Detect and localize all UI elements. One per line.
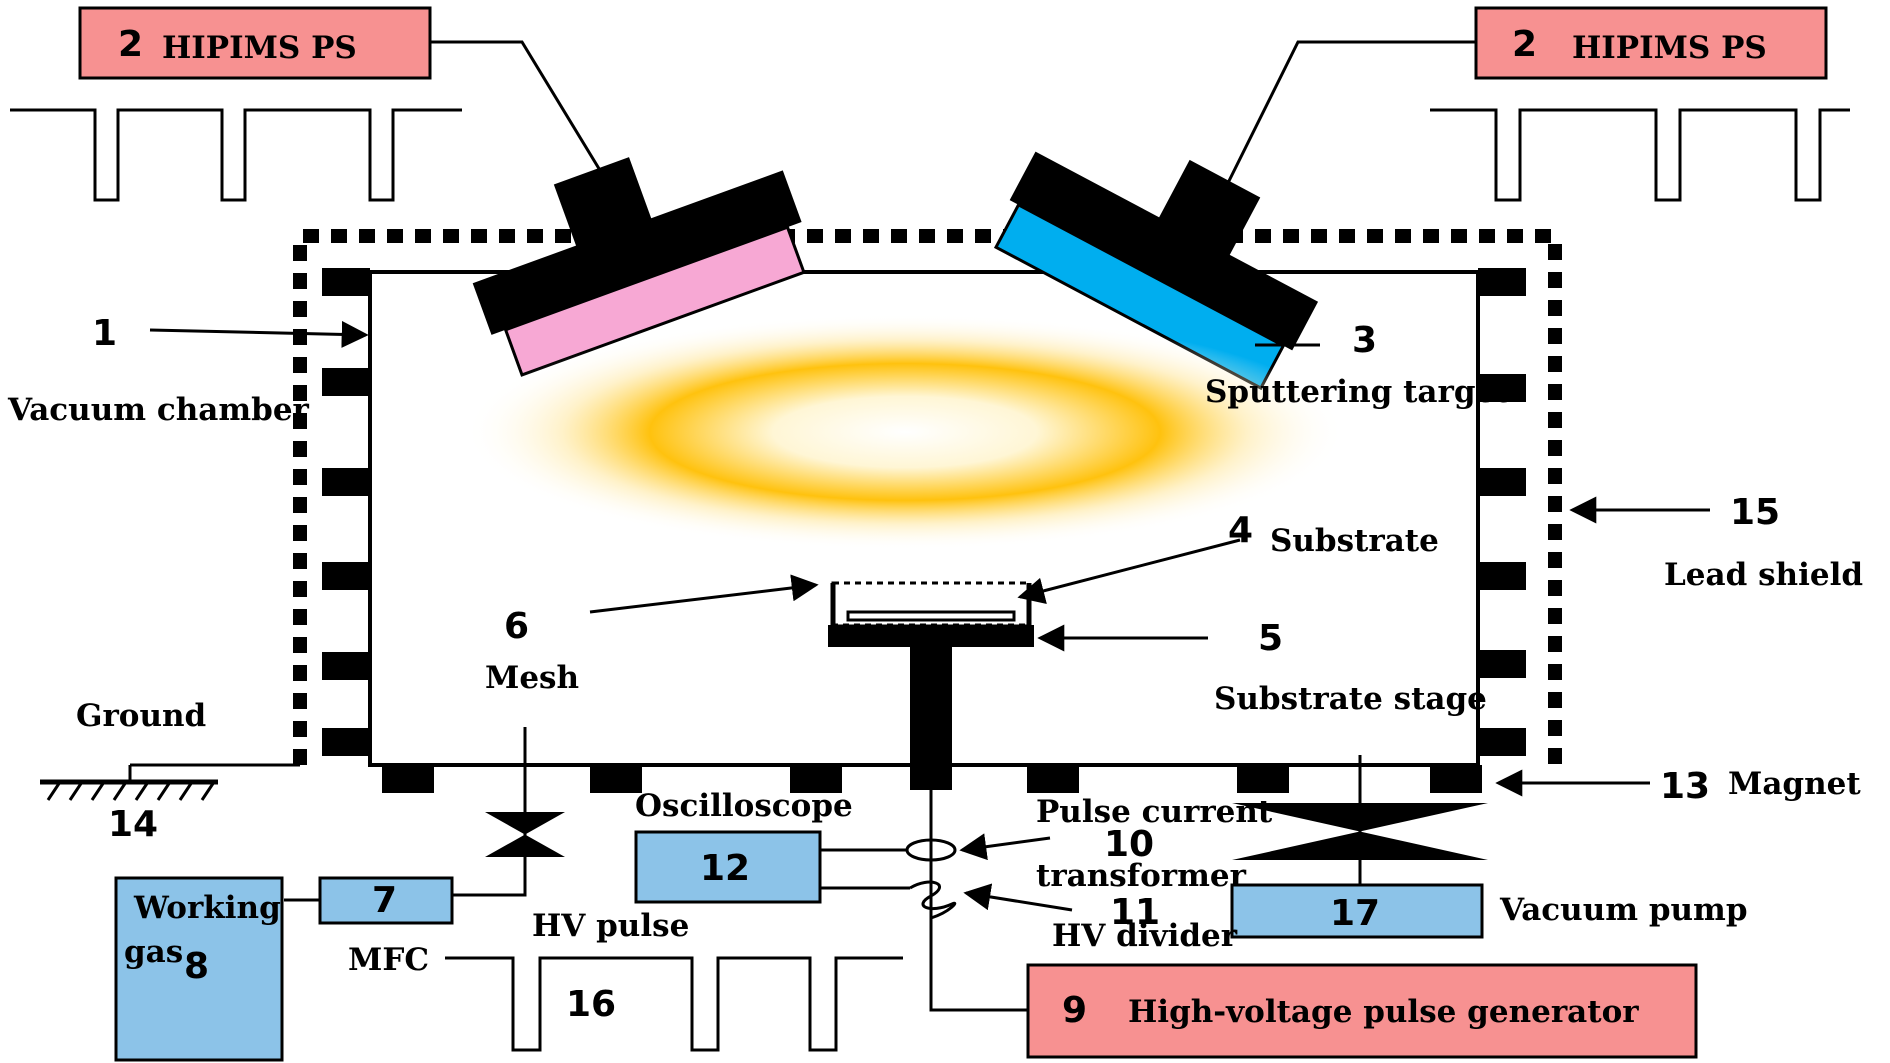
ground-icon: [40, 765, 218, 801]
gas-line: [452, 727, 527, 897]
arrow-transformer: [959, 833, 1051, 861]
label-vacuum-chamber: Vacuum chamber: [7, 392, 310, 428]
label-pulse-current: Pulse current: [1036, 794, 1273, 830]
label-hv-divider: HV divider: [1052, 918, 1238, 954]
label-mfc: MFC: [348, 942, 429, 978]
coil-icon: [909, 880, 957, 920]
magnetron-right: [993, 151, 1319, 391]
label-11: 11: [1110, 892, 1160, 933]
label-15: 15: [1730, 492, 1780, 533]
label-mesh: Mesh: [485, 660, 579, 696]
oscilloscope-number: 12: [700, 848, 750, 889]
label-vacuum-pump: Vacuum pump: [1499, 892, 1748, 928]
arrow-mesh: [589, 574, 819, 614]
label-transformer: transformer: [1036, 858, 1247, 894]
label-14: 14: [108, 804, 158, 845]
label-lead-shield: Lead shield: [1664, 557, 1863, 593]
mfc-number: 7: [372, 880, 397, 921]
hipims-right-number: 2: [1512, 24, 1537, 65]
hipims-left-label: HIPIMS PS: [162, 30, 357, 66]
label-6: 6: [504, 606, 529, 647]
working-gas-number: 8: [184, 946, 209, 987]
label-ground: Ground: [76, 698, 206, 734]
pulse-waveform-right: [1430, 108, 1850, 202]
hipims-right-label: HIPIMS PS: [1572, 30, 1767, 66]
label-16: 16: [566, 984, 616, 1025]
generator-label: High-voltage pulse generator: [1128, 994, 1639, 1030]
arrow-substrate: [1017, 538, 1241, 604]
plasma-glow: [465, 314, 1345, 550]
vacuum-pump-number: 17: [1330, 893, 1380, 934]
mfc-box: 7: [318, 876, 454, 925]
label-oscilloscope: Oscilloscope: [635, 788, 853, 824]
label-3: 3: [1352, 320, 1377, 361]
hipims-power-supply-right: 2 HIPIMS PS: [1474, 6, 1828, 80]
vacuum-pump-box: 17: [1230, 883, 1484, 939]
label-13: 13: [1660, 766, 1710, 807]
label-10: 10: [1104, 824, 1154, 865]
lead-left: [430, 40, 617, 196]
label-substrate-stage: Substrate stage: [1214, 681, 1487, 717]
magnets: [322, 268, 1526, 793]
working-label: Working: [133, 890, 281, 926]
label-5: 5: [1258, 618, 1283, 659]
arrow-chamber: [149, 320, 369, 348]
substrate-stage: [828, 581, 1034, 790]
label-substrate: Substrate: [1270, 523, 1439, 559]
lead-shield: [293, 229, 1562, 765]
label-magnet: Magnet: [1728, 766, 1861, 802]
label-sputtering-target: Sputtering target: [1205, 374, 1510, 410]
hipims-power-supply-left: 2 HIPIMS PS: [78, 6, 432, 80]
valve-icon: [485, 812, 565, 857]
hv-pulse-generator: 9 High-voltage pulse generator: [1026, 963, 1698, 1059]
pulse-waveform-left: [10, 108, 462, 202]
pump-valve-icon: [1232, 803, 1488, 860]
hv-lead: [929, 790, 1028, 1012]
sputtering-target-right: [993, 202, 1286, 391]
magnetron-left: [472, 157, 806, 377]
gas-label: gas: [124, 934, 183, 970]
label-4: 4: [1228, 510, 1253, 551]
hv-pulse-waveform: [445, 956, 903, 1052]
arrow-divider: [963, 883, 1073, 912]
working-gas-box: Working gas 8: [114, 876, 284, 1062]
label-hv-pulse: HV pulse: [532, 908, 689, 944]
lead-right: [1220, 40, 1476, 196]
label-1: 1: [92, 313, 117, 354]
generator-number: 9: [1062, 990, 1087, 1031]
sputtering-target-left: [503, 225, 806, 377]
oscilloscope: 12: [634, 830, 822, 904]
hipims-left-number: 2: [118, 24, 143, 65]
